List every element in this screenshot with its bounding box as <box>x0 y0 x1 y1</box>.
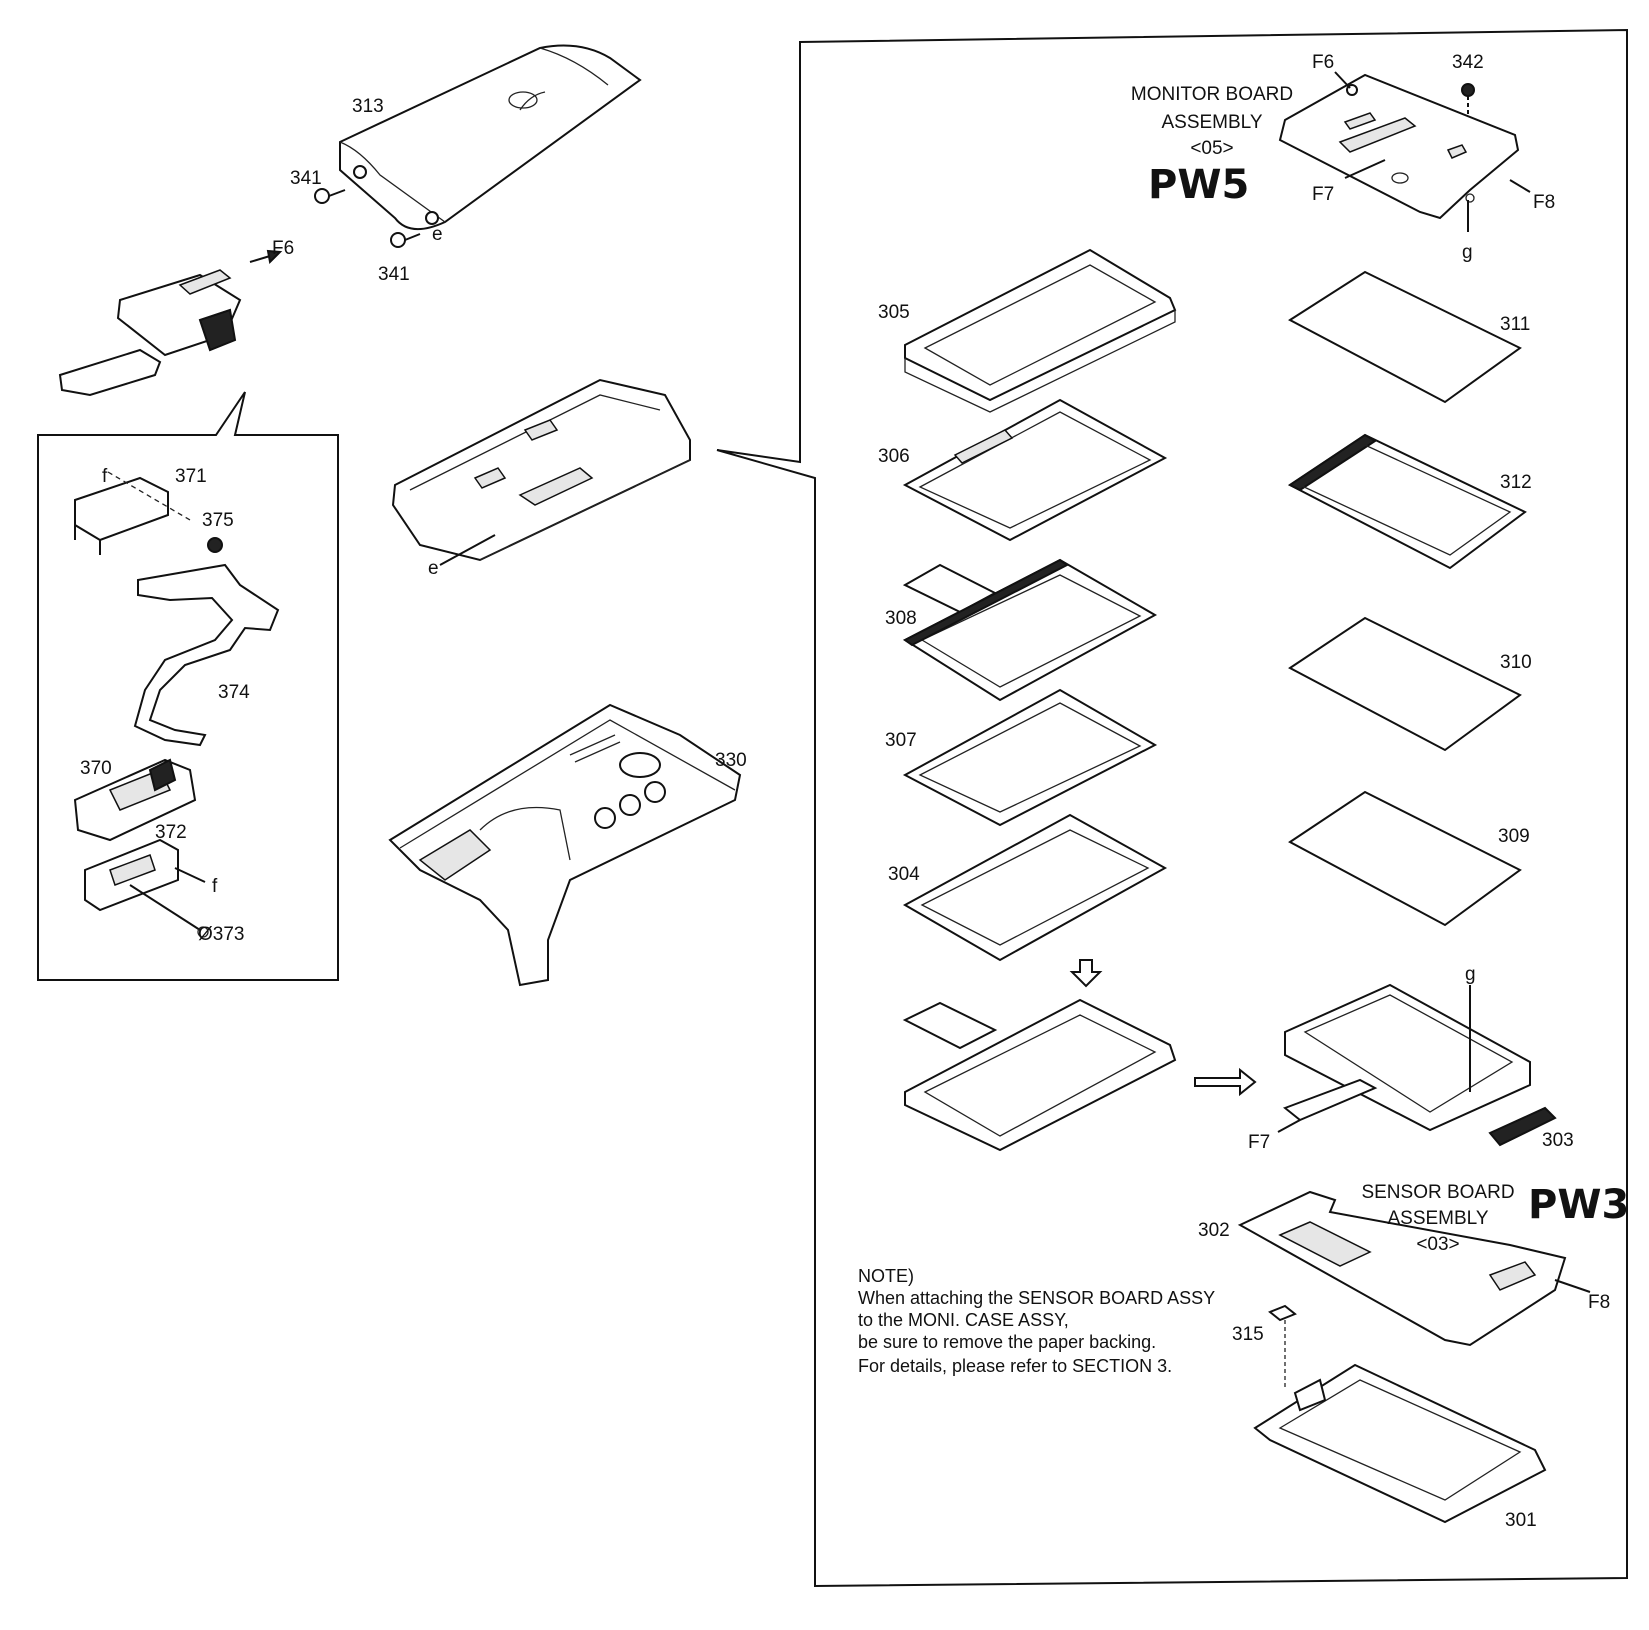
monitor-unit-middle <box>391 378 691 566</box>
label-f7-bot: F7 <box>1248 1132 1270 1153</box>
label-301: 301 <box>1505 1510 1537 1531</box>
part-303 <box>1488 1106 1557 1147</box>
right-arrow-icon <box>1194 1067 1257 1097</box>
label-307: 307 <box>885 730 917 751</box>
part-315-pad <box>1268 1304 1297 1322</box>
part-370-assembly-top <box>58 249 283 397</box>
callout-box-left <box>37 391 339 981</box>
label-306: 306 <box>878 446 910 467</box>
label-341b: 341 <box>378 264 410 285</box>
label-305: 305 <box>878 302 910 323</box>
sensor-board-heading-line3: <03> <box>1416 1234 1459 1255</box>
part-308-lcd <box>902 558 1158 702</box>
part-302-sensor-board <box>1237 1190 1591 1347</box>
down-arrow-icon <box>1069 959 1103 988</box>
part-309-sheet <box>1288 790 1522 927</box>
note-line-1: NOTE) <box>858 1266 914 1286</box>
label-f8-bot: F8 <box>1588 1292 1610 1313</box>
label-371: 371 <box>175 466 207 487</box>
label-373: Ø373 <box>198 924 244 945</box>
part-304-frame <box>902 813 1168 962</box>
part-310-sheet <box>1288 616 1522 752</box>
label-f6-left: F6 <box>272 238 294 259</box>
label-330: 330 <box>715 750 747 771</box>
monitor-board-heading-line3: <05> <box>1190 138 1233 159</box>
label-f-bot: f <box>212 876 218 897</box>
label-310: 310 <box>1500 652 1532 673</box>
screw-375 <box>207 537 223 553</box>
part-313-top-cover <box>339 44 642 230</box>
note-line-3: to the MONI. CASE ASSY, <box>858 1310 1069 1330</box>
label-308: 308 <box>885 608 917 629</box>
label-313: 313 <box>352 96 384 117</box>
part-305-frame <box>904 248 1177 413</box>
part-306 <box>902 398 1168 542</box>
part-374-flex-cable <box>133 563 280 747</box>
monitor-board-heading-line2: ASSEMBLY <box>1161 112 1262 133</box>
label-g-bot: g <box>1465 964 1476 985</box>
callout-box-right <box>716 28 1628 1588</box>
label-341a: 341 <box>290 168 322 189</box>
note-block: NOTE) When attaching the SENSOR BOARD AS… <box>858 1266 1215 1376</box>
part-311-sheet <box>1288 270 1522 404</box>
label-f-top: f <box>102 466 108 487</box>
part-330-housing <box>388 703 742 987</box>
label-303: 303 <box>1542 1130 1574 1151</box>
label-f6-right: F6 <box>1312 52 1334 73</box>
part-370 <box>73 758 197 842</box>
part-monitor-board <box>1278 71 1531 232</box>
label-302: 302 <box>1198 1220 1230 1241</box>
sensor-board-heading-line2: ASSEMBLY <box>1387 1208 1488 1229</box>
label-312: 312 <box>1500 472 1532 493</box>
part-301-case <box>1253 1363 1547 1524</box>
label-374: 374 <box>218 682 250 703</box>
label-315: 315 <box>1232 1324 1264 1345</box>
label-309: 309 <box>1498 826 1530 847</box>
part-number-labels: 313 341 341 e F6 e 371 f 375 374 370 372… <box>80 52 1610 1531</box>
label-304: 304 <box>888 864 920 885</box>
sensor-board-heading: SENSOR BOARD ASSEMBLY <03> PW3 <box>1361 1182 1629 1255</box>
monitor-board-heading: MONITOR BOARD ASSEMBLY <05> PW5 <box>1131 84 1293 208</box>
monitor-board-heading-line1: MONITOR BOARD <box>1131 84 1293 105</box>
note-line-2: When attaching the SENSOR BOARD ASSY <box>858 1288 1215 1308</box>
part-372 <box>84 838 209 938</box>
monitor-board-handwritten: PW5 <box>1148 162 1249 208</box>
combined-lcd-assembly <box>902 998 1177 1152</box>
label-f7-top: F7 <box>1312 184 1334 205</box>
sensor-board-heading-line1: SENSOR BOARD <box>1361 1182 1514 1203</box>
label-375: 375 <box>202 510 234 531</box>
part-frame-assembly <box>1277 983 1531 1133</box>
label-e-top: e <box>432 224 443 245</box>
sensor-board-handwritten: PW3 <box>1528 1182 1629 1228</box>
note-line-4: be sure to remove the paper backing. <box>858 1332 1156 1352</box>
label-g-top: g <box>1462 242 1473 263</box>
label-370: 370 <box>80 758 112 779</box>
label-e-mid: e <box>428 558 439 579</box>
label-342: 342 <box>1452 52 1484 73</box>
label-311: 311 <box>1500 314 1530 335</box>
screw-341b <box>390 232 421 248</box>
screw-341a <box>314 188 346 204</box>
label-372: 372 <box>155 822 187 843</box>
part-371-bracket <box>74 471 191 555</box>
part-307 <box>902 688 1158 827</box>
note-line-5: For details, please refer to SECTION 3. <box>858 1356 1172 1376</box>
part-312 <box>1288 433 1527 570</box>
label-f8-top: F8 <box>1533 192 1555 213</box>
